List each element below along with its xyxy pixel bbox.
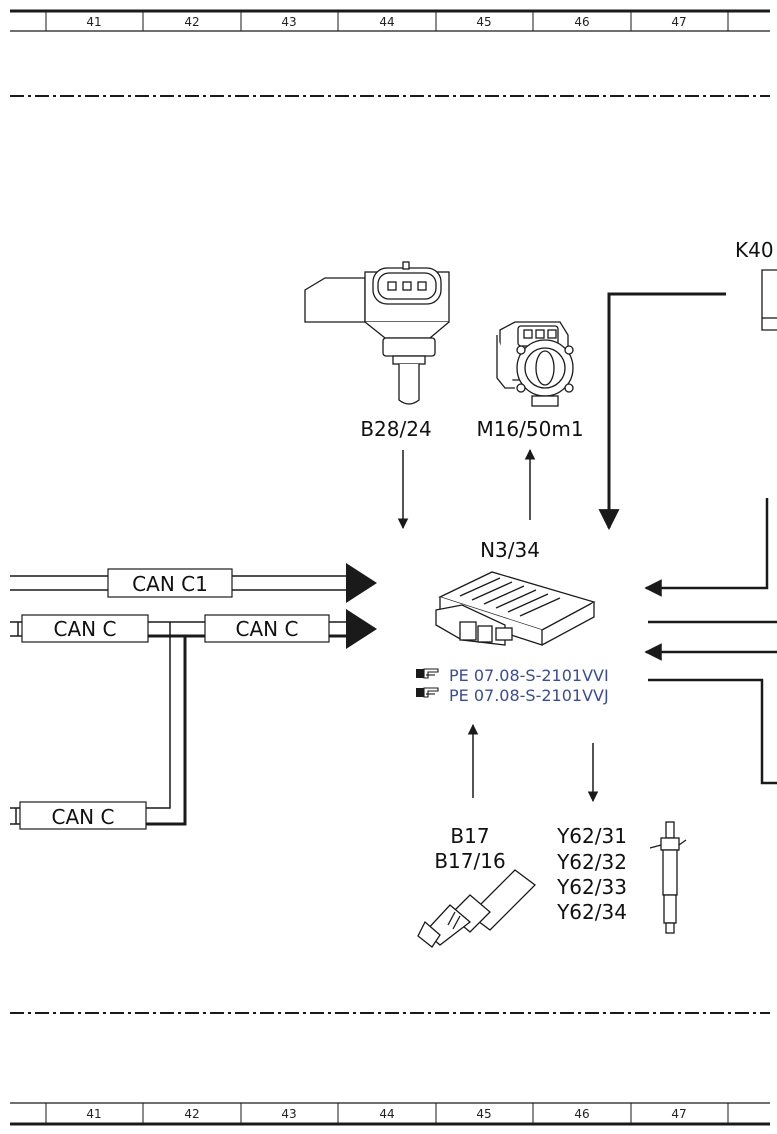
pointing-hand-icon [416, 687, 439, 698]
relay-icon [761, 269, 777, 331]
label-b17-16: B17/16 [434, 849, 505, 873]
ruler-bottom-45: 45 [476, 1107, 491, 1121]
label-y62-32: Y62/32 [556, 850, 627, 874]
label-b28-24: B28/24 [360, 417, 431, 441]
ruler-top-42: 42 [184, 15, 199, 29]
can-c-box-left: CAN C [21, 614, 149, 643]
can-c-mid-label: CAN C [236, 617, 299, 641]
ruler-bottom-44: 44 [379, 1107, 394, 1121]
ruler-bottom-47: 47 [671, 1107, 686, 1121]
can-c1-label: CAN C1 [132, 572, 208, 596]
temperature-sensor-icon [417, 869, 536, 948]
label-y62-31: Y62/31 [556, 824, 627, 848]
label-n3-34: N3/34 [480, 538, 540, 562]
ruler-top-43: 43 [281, 15, 296, 29]
ruler-top-47: 47 [671, 15, 686, 29]
top-ruler: 41 42 43 44 45 46 47 [10, 9, 770, 32]
throttle-actuator-icon [496, 321, 574, 407]
ruler-top-41: 41 [86, 15, 101, 29]
pressure-sensor-icon [304, 261, 450, 405]
can-c-left-label: CAN C [54, 617, 117, 641]
ruler-top-46: 46 [574, 15, 589, 29]
can-c1-connector-arrow [346, 563, 377, 603]
ruler-top-45: 45 [476, 15, 491, 29]
pointing-hand-icon [416, 668, 439, 679]
can-c1-box: CAN C1 [107, 568, 233, 598]
can-c-box-bottom: CAN C [19, 801, 147, 830]
can-bus-wiring [10, 575, 348, 826]
reference-text-1[interactable]: PE 07.08-S-2101VVI [449, 666, 609, 685]
signal-wires [397, 292, 777, 803]
ruler-bottom-43: 43 [281, 1107, 296, 1121]
ruler-bottom-42: 42 [184, 1107, 199, 1121]
ruler-bottom-46: 46 [574, 1107, 589, 1121]
ecu-icon [435, 571, 596, 646]
label-m16-50m1: M16/50m1 [476, 417, 583, 441]
ruler-bottom-41: 41 [86, 1107, 101, 1121]
can-c-connector-arrow [346, 609, 377, 649]
ruler-top-44: 44 [379, 15, 394, 29]
label-y62-34: Y62/34 [556, 900, 627, 924]
injector-icon [649, 821, 687, 934]
label-y62-33: Y62/33 [556, 875, 627, 899]
can-c-box-mid: CAN C [204, 614, 330, 643]
label-k40: K40 [735, 238, 774, 262]
reference-link-2[interactable]: PE 07.08-S-2101VVJ [416, 686, 609, 705]
reference-text-2[interactable]: PE 07.08-S-2101VVJ [449, 686, 609, 705]
can-c-bottom-label: CAN C [52, 805, 115, 829]
reference-link-1[interactable]: PE 07.08-S-2101VVI [416, 666, 609, 685]
bottom-ruler: 41 42 43 44 45 46 47 [10, 1102, 770, 1126]
label-b17: B17 [450, 824, 489, 848]
